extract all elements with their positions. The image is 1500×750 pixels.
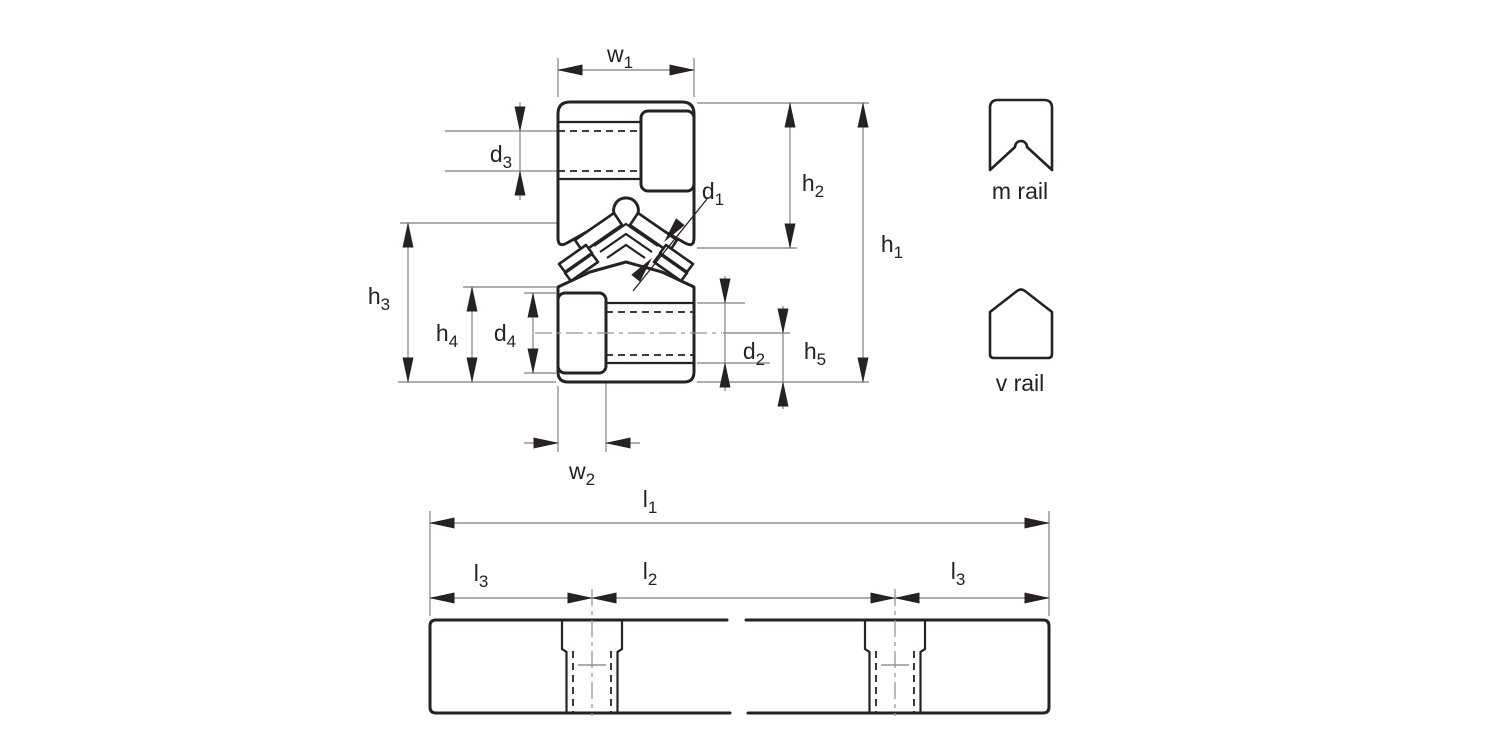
dim-label-h2: h2	[802, 170, 824, 201]
d1-arrow-upper	[664, 218, 685, 242]
mounting-hole-right	[863, 589, 927, 716]
rail-profile-legend: m rail v rail	[988, 98, 1054, 396]
dimension-h5: h5	[777, 306, 826, 409]
dimension-d3: d3	[490, 102, 526, 200]
v-rail-label: v rail	[996, 370, 1045, 396]
dim-label-w1: w1	[606, 41, 633, 72]
dimension-d4: d4	[494, 292, 539, 374]
dimension-h2: h2	[784, 102, 824, 249]
m-rail-section	[556, 100, 696, 247]
rail-side-body	[428, 618, 1051, 715]
rail-side-right-piece	[744, 618, 1051, 715]
raceway-stub-right-inner	[652, 252, 689, 283]
d1-arrow-lower	[631, 258, 652, 282]
m-rail-counterbore	[639, 109, 696, 193]
dimension-h4: h4	[436, 286, 478, 383]
dim-label-l1: l1	[643, 486, 658, 517]
raceway-detail	[557, 211, 695, 283]
dimension-d2: d2	[719, 276, 765, 391]
mounting-hole-left	[560, 589, 624, 716]
dim-label-l3-left: l3	[474, 560, 489, 591]
groove-chevron-1	[593, 222, 659, 247]
dimension-w2: w2	[524, 437, 640, 489]
dim-label-d1: d1	[702, 178, 724, 209]
groove-chevron-3	[606, 243, 646, 259]
side-view: l1 l3 l2 l3	[428, 486, 1051, 716]
dim-label-w2: w2	[568, 458, 595, 489]
dim-label-l3-right: l3	[951, 558, 966, 589]
dim-label-h5: h5	[804, 338, 826, 369]
dimension-l3-left: l3	[429, 560, 593, 604]
dim-label-h1: h1	[881, 231, 903, 262]
dim-label-h3: h3	[368, 283, 390, 314]
dim-label-l2: l2	[643, 558, 658, 589]
dim-label-d2: d2	[743, 338, 765, 369]
m-rail-profile-icon	[988, 98, 1054, 172]
dim-label-h4: h4	[436, 320, 458, 351]
v-rail-profile-icon	[988, 288, 1054, 360]
cross-section-view: w1 d3 h2 h1 d1 h3 h4	[368, 41, 903, 489]
dimension-h1: h1	[857, 102, 903, 383]
dimension-d1: d1	[631, 178, 724, 292]
dimension-l2: l2	[591, 558, 896, 604]
m-rail-label: m rail	[992, 178, 1048, 204]
groove-chevron-2	[599, 232, 653, 253]
dimension-w1: w1	[557, 41, 695, 76]
dimension-l1: l1	[429, 486, 1050, 529]
dimension-h3: h3	[368, 222, 414, 383]
dimension-l3-right: l3	[894, 558, 1050, 604]
raceway-stub-left-inner	[563, 252, 600, 283]
side-view-extension-lines	[429, 511, 1050, 616]
dim-label-d3: d3	[490, 141, 512, 172]
rail-side-left-piece	[428, 618, 732, 715]
dim-label-d4: d4	[494, 320, 516, 351]
v-rail-section	[535, 260, 722, 384]
